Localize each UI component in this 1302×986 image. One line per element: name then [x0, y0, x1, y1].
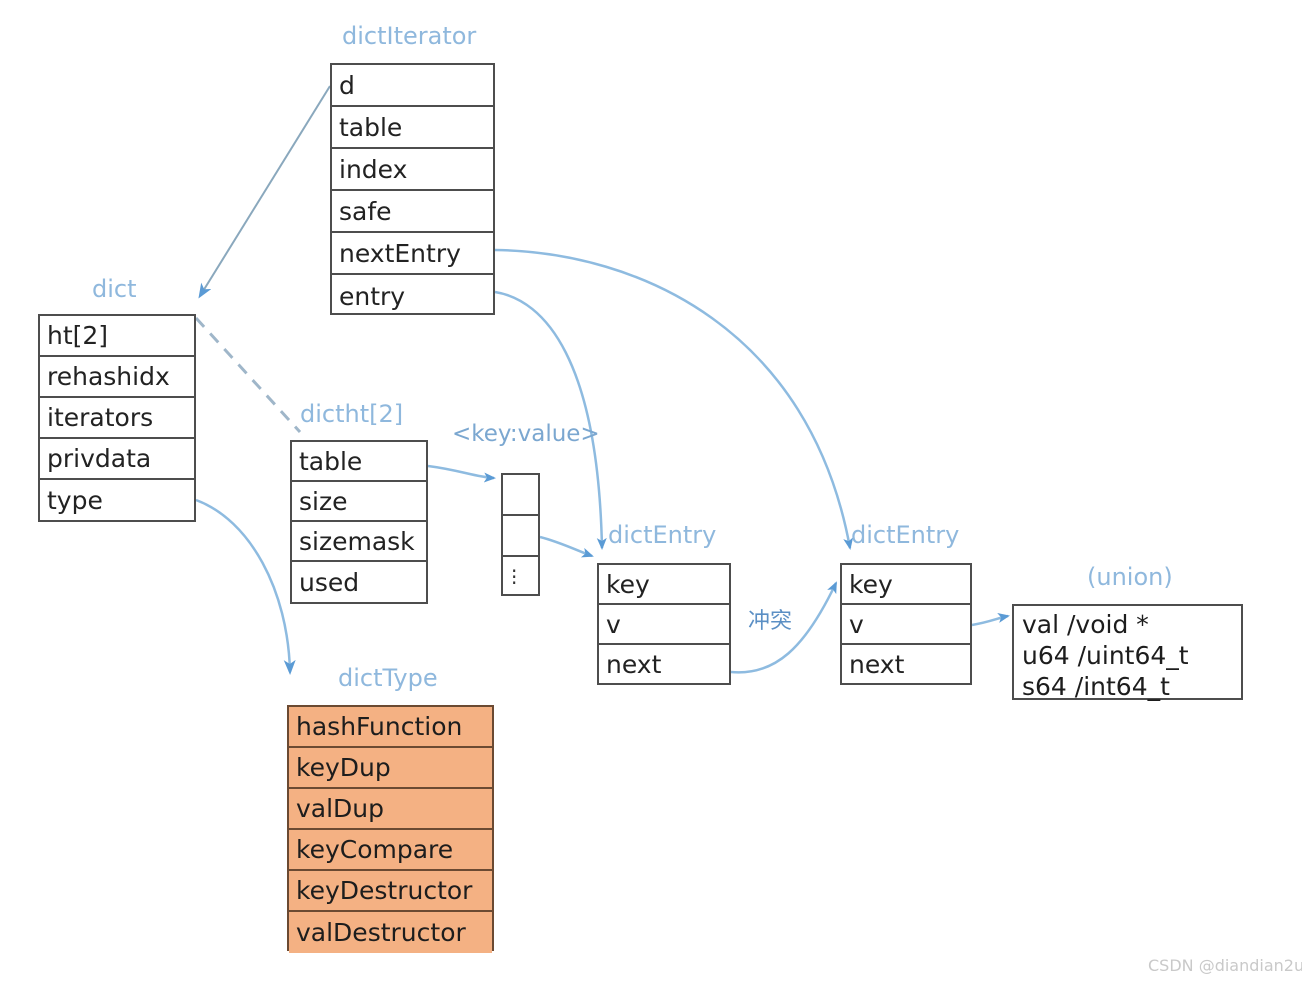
dict-field-type: type [47, 486, 103, 515]
dictentry1-field-key: key [599, 565, 729, 605]
union-box: val /void * u64 /uint64_t s64 /int64_t [1012, 604, 1243, 701]
dictiterator-title: dictIterator [342, 22, 477, 50]
csdn-watermark: CSDN @diandian2u [1148, 956, 1302, 975]
dicttype-field-keycompare: keyCompare [289, 830, 492, 871]
dictht-field-sizemask: sizemask [292, 522, 426, 562]
dictentry1-field-next: next [606, 649, 662, 679]
dictiterator-field-d: d [332, 65, 493, 107]
dict-box: ht[2] rehashidx iterators privdata type [38, 314, 196, 522]
bucket-array: ··· [501, 473, 540, 596]
dictentry2-field-key: key [842, 565, 970, 605]
dict-field-rehashidx: rehashidx [40, 357, 194, 398]
arrow-dict-ht-to-dictht [194, 316, 302, 434]
dicttype-box: hashFunction keyDup valDup keyCompare ke… [287, 705, 494, 953]
dictiterator-field-safe: safe [332, 191, 493, 233]
dicttype-field-valdestructor: valDestructor [289, 912, 492, 953]
dicttype-field-valdup: valDup [289, 789, 492, 830]
vertical-ellipsis-icon: ··· [511, 558, 518, 595]
arrow-dict-type-to-dicttype [195, 498, 296, 675]
dict-title: dict [92, 275, 137, 303]
dictentry2-field-next: next [849, 649, 905, 679]
bucket-cell-2: ··· [503, 557, 538, 596]
dict-field-privdata: privdata [40, 439, 194, 480]
union-line-u64: u64 /uint64_t [1022, 641, 1189, 670]
dictentry2-field-v: v [842, 605, 970, 645]
dictiterator-box: d table index safe nextEntry entry [330, 63, 495, 315]
dictht-title: dictht[2] [300, 400, 404, 428]
dictht-field-table: table [292, 442, 426, 482]
dictiterator-field-entry: entry [339, 281, 406, 311]
union-title: (union) [1087, 563, 1173, 591]
dicttype-title: dictType [338, 664, 438, 692]
dicttype-field-keydestructor: keyDestructor [289, 871, 492, 912]
collision-label: 冲突 [748, 609, 793, 634]
union-line-s64: s64 /int64_t [1022, 672, 1170, 701]
dicttype-field-hashfunction: hashFunction [289, 707, 492, 748]
dictht-field-used: used [299, 567, 360, 597]
arrow-dictentry2-v-to-union [971, 613, 1010, 627]
arrow-bucket-to-dictentry1 [539, 535, 594, 558]
dictiterator-field-index: index [332, 149, 493, 191]
key-value-label: <key:value> [452, 421, 600, 447]
dictentry2-box: key v next [840, 563, 972, 685]
dictentry1-box: key v next [597, 563, 731, 685]
arrow-dictht-table-to-bucket [427, 464, 496, 483]
dictentry2-title: dictEntry [851, 521, 960, 549]
arrow-iterator-d-to-dict [198, 85, 331, 299]
dict-field-iterators: iterators [40, 398, 194, 439]
dictiterator-field-table: table [332, 107, 493, 149]
dictentry1-field-v: v [599, 605, 729, 645]
dict-field-ht: ht[2] [40, 316, 194, 357]
arrow-nextentry-to-dictentry2 [494, 248, 854, 550]
union-line-val: val /void * [1022, 610, 1149, 639]
dictht-box: table size sizemask used [290, 440, 428, 604]
bucket-cell-0 [503, 475, 538, 516]
dictentry1-title: dictEntry [608, 521, 717, 549]
dictht-field-size: size [292, 482, 426, 522]
dicttype-field-keydup: keyDup [289, 748, 492, 789]
bucket-cell-1 [503, 516, 538, 557]
dictiterator-field-nextentry: nextEntry [332, 233, 493, 275]
